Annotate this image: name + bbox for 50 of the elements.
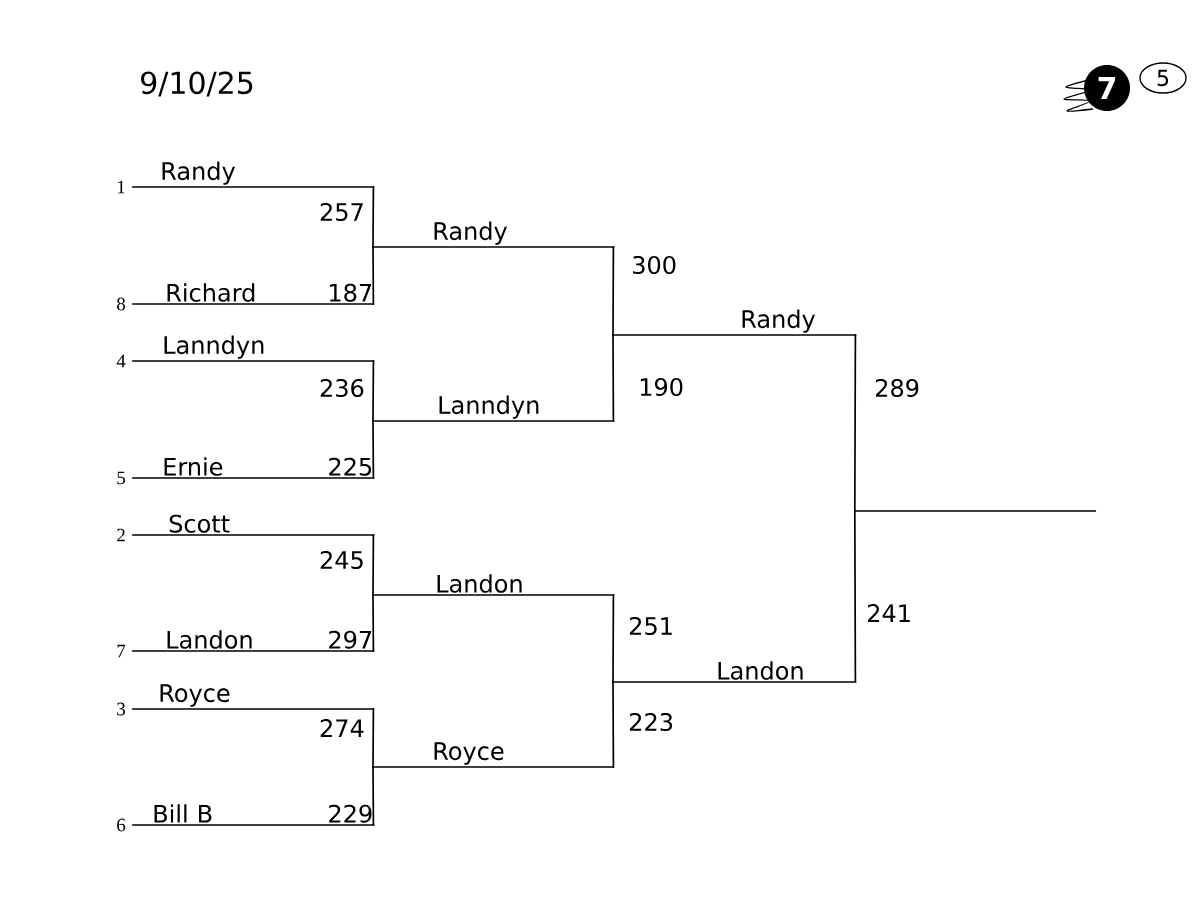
bracket-line <box>612 681 615 768</box>
score: 236 <box>320 378 364 398</box>
bracket-line <box>853 510 857 683</box>
bracket-slot: Lanndyn <box>132 335 375 362</box>
bracket-slot: Scott <box>132 514 375 536</box>
seed-number: 7 <box>117 644 126 658</box>
bracket-slot: Royce <box>132 684 375 710</box>
bracket-line <box>372 594 375 652</box>
bracket-line <box>853 334 857 512</box>
bracket-slot: Randy <box>132 161 375 188</box>
score: 257 <box>320 202 363 222</box>
seed-number: 8 <box>117 297 126 311</box>
bracket-line <box>372 534 375 596</box>
score: 300 <box>633 255 676 275</box>
bracket-line <box>372 420 375 479</box>
seed-number: 3 <box>117 702 126 716</box>
score: 274 <box>320 719 364 737</box>
bracket-slot: Randy <box>372 221 615 248</box>
bracket-line <box>612 246 615 336</box>
score: 245 <box>320 550 363 570</box>
seed-number: 4 <box>116 354 126 368</box>
bracket-line <box>372 246 375 305</box>
bracket-slot: Lanndyn <box>372 395 615 422</box>
date: 9/10/25 <box>141 71 253 97</box>
circled-number: 5 <box>1139 62 1187 94</box>
bracket-line <box>372 360 375 422</box>
bracket-line <box>612 594 615 683</box>
score: 241 <box>867 604 910 622</box>
bracket-line <box>612 334 615 422</box>
bracket-slot: Bill B 229 <box>132 804 375 826</box>
score: 190 <box>640 377 683 397</box>
score: 251 <box>629 616 672 636</box>
bracket-line <box>372 186 375 248</box>
bracket-line <box>372 708 375 768</box>
winner-line <box>853 510 1097 512</box>
bracket-slot: Landon <box>372 574 615 596</box>
seed-number: 2 <box>117 528 125 542</box>
seed-number: 1 <box>117 180 125 194</box>
seed-number: 6 <box>117 818 126 832</box>
bracket-slot: Randy <box>612 309 857 336</box>
bracket-slot: Richard 187 <box>132 283 375 305</box>
bracket-slot: Royce <box>372 742 615 768</box>
bracket-slot: Landon <box>612 661 857 683</box>
bracket-slot: Ernie 225 <box>132 457 375 479</box>
seed-number: 5 <box>117 471 126 485</box>
number-badge: 7 <box>1084 65 1130 111</box>
score: 223 <box>629 712 673 732</box>
bracket-slot: Landon 297 <box>132 630 375 652</box>
bracket-line <box>372 766 375 826</box>
score: 289 <box>875 378 919 398</box>
